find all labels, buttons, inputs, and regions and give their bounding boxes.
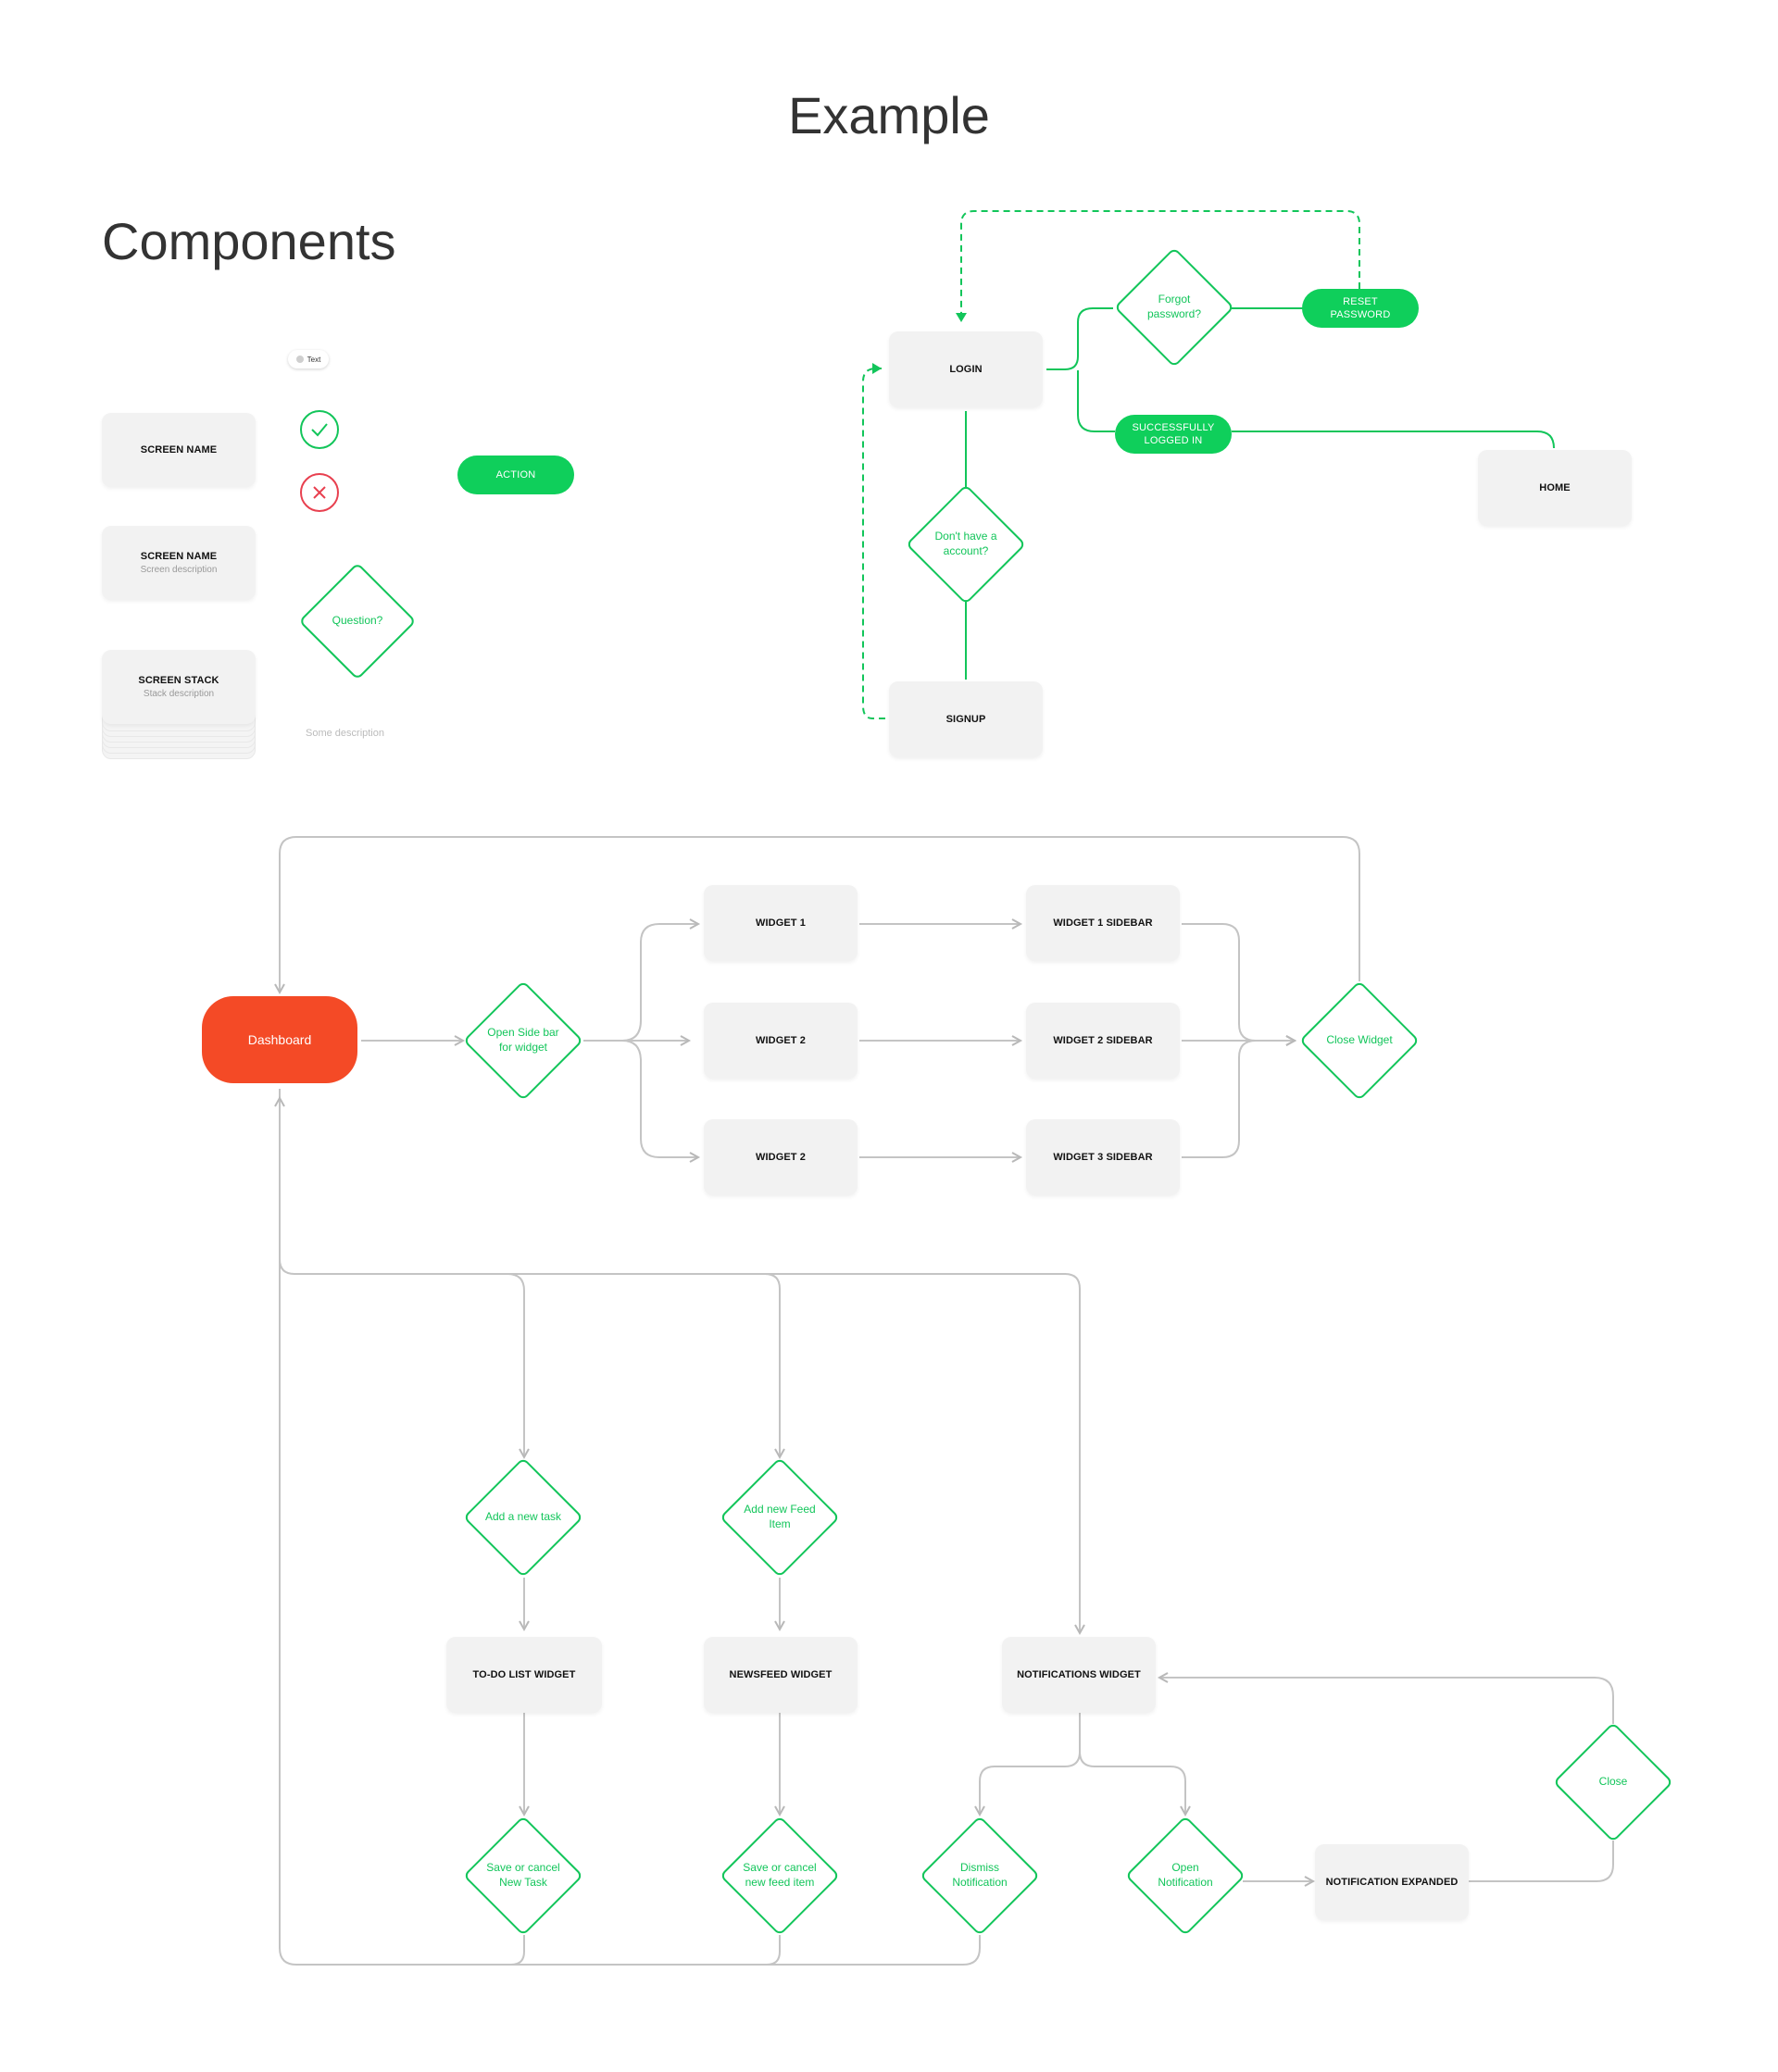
close-diamond [1555,1724,1672,1841]
notifications-widget-label: NOTIFICATIONS WIDGET [1017,1668,1141,1680]
forgot-password-diamond [1116,249,1233,366]
no-account-diamond [908,486,1024,603]
connector-login-branch [1046,307,1113,370]
check-circle-icon [300,410,339,449]
signup-label: SIGNUP [945,713,986,725]
sidebar-label: WIDGET 1 SIDEBAR [1053,917,1153,929]
notification-expanded-label: NOTIFICATION EXPANDED [1325,1876,1459,1888]
home-screen[interactable]: HOME [1478,450,1632,526]
dismiss-diamond [921,1817,1038,1934]
notification-expanded-screen[interactable]: NOTIFICATION EXPANDED [1315,1844,1469,1920]
cross-circle-icon [300,473,339,512]
save-task-diamond [465,1817,582,1934]
login-screen[interactable]: LOGIN [889,331,1043,407]
connector-close-dashboard [274,836,1360,995]
todo-widget-label: TO-DO LIST WIDGET [472,1668,576,1680]
dismiss-notification-label: Dismiss Notification [952,1861,1008,1889]
save-task-label: Save or cancel New Task [486,1861,560,1889]
widget-label: WIDGET 2 [756,1151,806,1163]
components-heading: Components [102,212,396,270]
sidebar-label: WIDGET 3 SIDEBAR [1053,1151,1153,1163]
screen-description-label: Screen description [140,564,218,575]
add-feed-diamond [721,1459,838,1576]
connector-reset-login-dashed [956,210,1360,322]
widget-1-sidebar-screen[interactable]: WIDGET 1 SIDEBAR [1026,885,1180,961]
widget-2-sidebar-screen[interactable]: WIDGET 2 SIDEBAR [1026,1003,1180,1079]
close-widget-label: Close Widget [1326,1033,1393,1047]
home-label: HOME [1539,481,1571,493]
save-feed-diamond [721,1817,838,1934]
no-account-label: Don't have a account? [934,530,997,557]
newsfeed-widget-screen[interactable]: NEWSFEED WIDGET [704,1637,858,1713]
add-task-diamond [465,1459,582,1576]
successfully-logged-in-pill[interactable]: SUCCESSFULLY LOGGED IN [1115,415,1232,454]
widget-1-screen[interactable]: WIDGET 1 [704,885,858,961]
open-notification-label: Open Notification [1158,1861,1213,1889]
widget-label: WIDGET 1 [756,917,806,929]
screen-name-component[interactable]: SCREEN NAME [102,413,256,487]
page-title: Example [788,86,990,144]
reset-password-pill[interactable]: RESET PASSWORD [1302,289,1419,328]
widget-2-screen[interactable]: WIDGET 2 [704,1003,858,1079]
connector-dashboard-down [279,1089,981,1966]
question-diamond [301,565,414,678]
notifications-widget-screen[interactable]: NOTIFICATIONS WIDGET [1002,1637,1156,1713]
text-chip: Text [288,350,329,368]
connector-success-home [1232,431,1555,449]
signup-screen[interactable]: SIGNUP [889,681,1043,757]
widget-3-screen[interactable]: WIDGET 2 [704,1119,858,1195]
widget-label: WIDGET 2 [756,1034,806,1046]
widget-3-sidebar-screen[interactable]: WIDGET 3 SIDEBAR [1026,1119,1180,1195]
sidebar-label: WIDGET 2 SIDEBAR [1053,1034,1153,1046]
close-label: Close [1598,1775,1628,1789]
open-sidebar-label: Open Side bar for widget [487,1026,559,1054]
connector-signup-login-dashed [862,363,885,719]
screen-stack-component[interactable]: SCREEN STACK Stack description [102,650,256,724]
some-description: Some description [306,728,384,739]
login-label: LOGIN [949,363,983,375]
screen-name-label: SCREEN NAME [140,551,218,563]
dashboard-node[interactable]: Dashboard [202,996,357,1083]
action-pill[interactable]: ACTION [457,456,574,494]
save-feed-label: Save or cancel new feed item [743,1861,817,1889]
dot-icon [295,356,304,363]
newsfeed-widget-label: NEWSFEED WIDGET [729,1668,833,1680]
stack-description-label: Stack description [143,688,215,699]
screen-name-label: SCREEN NAME [140,443,218,456]
open-notification-diamond [1127,1817,1244,1934]
todo-list-widget-screen[interactable]: TO-DO LIST WIDGET [446,1637,602,1713]
forgot-password-label: Forgot password? [1146,293,1202,320]
screen-stack-label: SCREEN STACK [138,675,219,687]
add-task-label: Add a new task [484,1510,562,1524]
screen-description-component[interactable]: SCREEN NAME Screen description [102,526,256,600]
close-widget-diamond [1301,982,1418,1099]
question-label: Question? [332,614,383,628]
open-sidebar-diamond [465,982,582,1099]
add-feed-label: Add new Feed Item [744,1503,816,1530]
chip-label: Text [307,355,321,364]
